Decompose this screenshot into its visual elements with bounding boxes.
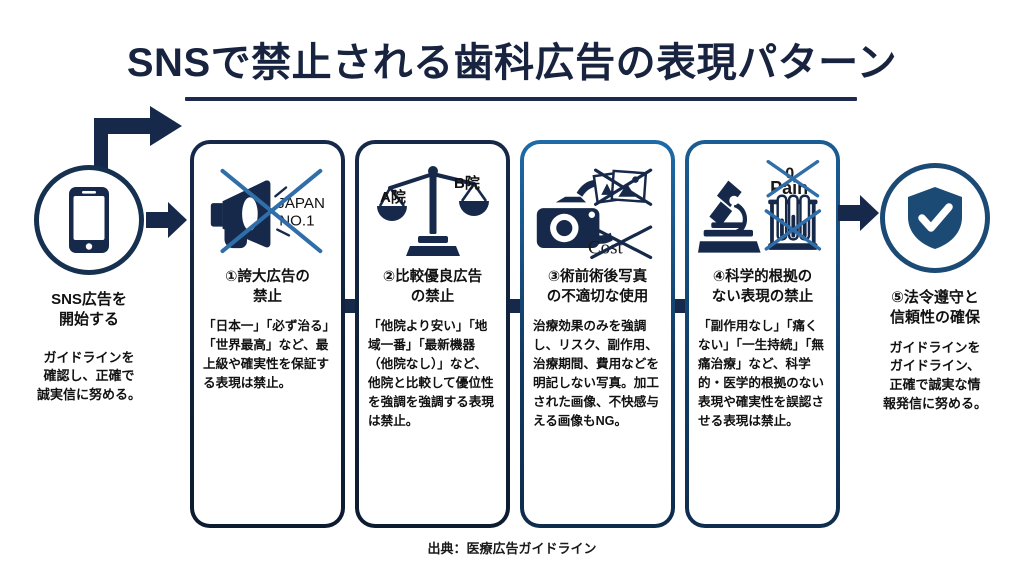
card-1[interactable]: JAPAN NO.1 ①誇大広告の 禁止 「日本一」「必ず治る」「世界最高」など… — [190, 140, 345, 528]
card-3-title: ③術前術後写真 の不適切な使用 — [546, 269, 649, 305]
arrow-start-to-card1 — [94, 106, 182, 188]
balance-scale-icon: A院 B院 — [376, 166, 489, 256]
start-node-circle — [34, 165, 144, 275]
card-4-icon-label-0: 0 — [785, 165, 794, 183]
start-heading: SNS広告を 開始する — [51, 291, 127, 329]
card-2-icon-label-1: B院 — [454, 174, 480, 192]
card-2-body: 「他院より安い」「地域一番」「最新機器 （他院なし）」など、他院と比較して優位性… — [368, 319, 494, 428]
camera-photos-crossed-icon: Cost — [536, 168, 653, 260]
start-node-text: SNS広告を 開始する ガイドラインを 確認し、正確で 誠実信に努める。 — [9, 290, 169, 405]
card-2-icon-label-0: A院 — [380, 188, 406, 206]
card-4-icon: 0 Pain — [698, 154, 827, 266]
page-title: SNSで禁止される歯科広告の表現パターン — [126, 41, 898, 85]
card-3[interactable]: Cost ③術前術後写真 の不適切な使用 治療効果のみを強調し、リスク、副作用、… — [520, 140, 675, 528]
card-2-icon: A院 B院 — [368, 154, 497, 266]
card-1-icon: JAPAN NO.1 — [203, 154, 332, 266]
arrow-card4-to-end — [838, 195, 879, 231]
end-heading: ⑤法令遵守と 信頼性の確保 — [889, 289, 980, 327]
megaphone-crossed-icon: JAPAN NO.1 — [210, 168, 325, 254]
end-node-text: ⑤法令遵守と 信頼性の確保 ガイドラインを ガイドライン、 正確で誠実な情 報発… — [855, 288, 1015, 414]
cross-out-mark — [220, 168, 323, 254]
card-2[interactable]: A院 B院 ②比較優良広告 の禁止 「他院より安い」「地域一番」「最新機器 （他… — [355, 140, 510, 528]
card-1-body: 「日本一」「必ず治る」「世界最高」など、最上級や確実性を保証する表現は禁止。 — [203, 319, 329, 390]
cross-out-mark — [764, 159, 822, 251]
card-3-icon: Cost — [533, 154, 662, 266]
microscope-testtube-crossed-icon: 0 Pain — [698, 159, 822, 253]
source-caption: 出典：医療広告ガイドライン — [427, 541, 597, 556]
end-body: ガイドラインを ガイドライン、 正確で誠実な情 報発信に努める。 — [882, 339, 987, 412]
title-underline — [185, 97, 857, 101]
card-1-title: ①誇大広告の 禁止 — [225, 269, 310, 305]
card-4-body: 「副作用なし」「痛くない」「一生持続」「無痛治療」など、科学的・医学的根拠のない… — [698, 319, 824, 428]
smartphone-icon — [69, 187, 109, 253]
cross-out-mark — [590, 168, 653, 260]
card-3-body: 治療効果のみを強調し、リスク、副作用、治療期間、費用などを明記しない写真。加工さ… — [533, 319, 659, 428]
card-4-title: ④科学的根拠の ない表現の禁止 — [711, 269, 814, 305]
card-1-icon-label-0: JAPAN — [277, 195, 325, 212]
arrow-circle-to-card1 — [146, 202, 187, 238]
card-4[interactable]: 0 Pain ④科学的根拠の ない表現の禁止 「副作用なし」「痛くない」「一生持… — [685, 140, 840, 528]
shield-check-icon — [908, 187, 962, 249]
card-2-title: ②比較優良広告 の禁止 — [382, 269, 483, 305]
end-node-circle — [880, 163, 990, 273]
start-body: ガイドラインを 確認し、正確で 誠実信に努める。 — [36, 349, 141, 403]
